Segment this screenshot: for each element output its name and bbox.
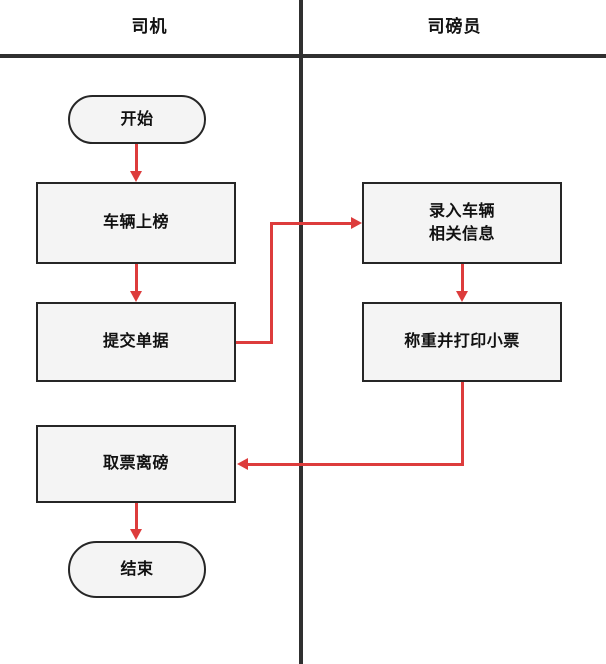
node-submit-documents[interactable]: 提交单据 [36, 302, 236, 382]
edge-start-to-on-scale-arrowhead [130, 171, 142, 182]
node-start[interactable]: 开始 [68, 95, 206, 144]
edge-weigh-to-take-ticket-seg2 [248, 463, 464, 466]
edge-on-scale-to-submit-line [135, 264, 138, 292]
edge-weigh-to-take-ticket-arrowhead [237, 458, 248, 470]
node-end-label: 结束 [120, 560, 154, 578]
node-enter-vehicle-info-label-line1: 录入车辆 [428, 202, 495, 220]
edge-take-ticket-to-end-line [135, 503, 138, 530]
lane-title-weigher: 司磅员 [427, 17, 482, 36]
node-submit-documents-label: 提交单据 [102, 333, 169, 351]
node-enter-vehicle-info-label-line2: 相关信息 [428, 226, 495, 243]
node-vehicle-on-scale[interactable]: 车辆上榜 [36, 182, 236, 264]
edge-enter-info-to-weigh-line [461, 264, 464, 292]
node-weigh-and-print-label: 称重并打印小票 [404, 333, 520, 351]
node-take-ticket-leave-label: 取票离磅 [102, 455, 169, 473]
node-start-label: 开始 [120, 110, 154, 128]
lane-header-separator [0, 54, 606, 58]
edge-take-ticket-to-end-arrowhead [130, 529, 142, 540]
node-vehicle-on-scale-label: 车辆上榜 [102, 214, 169, 232]
node-end[interactable]: 结束 [68, 541, 206, 598]
edge-submit-to-enter-info-arrowhead [351, 217, 362, 229]
edge-submit-to-enter-info-seg2 [270, 222, 273, 344]
edge-on-scale-to-submit-arrowhead [130, 291, 142, 302]
edge-weigh-to-take-ticket-seg1 [461, 382, 464, 465]
node-take-ticket-leave[interactable]: 取票离磅 [36, 425, 236, 503]
lane-title-driver: 司机 [131, 17, 168, 36]
node-enter-vehicle-info[interactable]: 录入车辆 相关信息 [362, 182, 562, 264]
edge-submit-to-enter-info-seg1 [236, 341, 273, 344]
edge-submit-to-enter-info-seg3 [270, 222, 354, 225]
node-weigh-and-print[interactable]: 称重并打印小票 [362, 302, 562, 382]
edge-start-to-on-scale-line [135, 144, 138, 172]
lane-vertical-divider [299, 0, 303, 664]
edge-enter-info-to-weigh-arrowhead [456, 291, 468, 302]
